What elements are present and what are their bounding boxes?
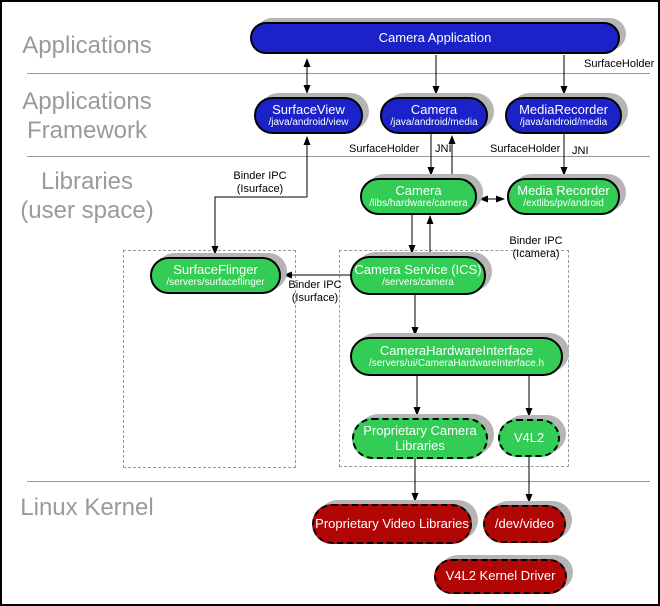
label-binder-ipc-isurface-lower: Binder IPC (Isurface) [274,279,356,305]
node-camera-lib: Camera /libs/hardware/camera [360,178,477,215]
layer-label-applications-framework: Applications Framework [12,87,162,145]
node-surfaceview-path: /java/android/view [268,117,349,129]
label-binder-ipc-isurface-upper-line1: Binder IPC [233,170,287,182]
node-camera-lib-path: /libs/hardware/camera [369,198,468,210]
label-surfaceholder-camera: SurfaceHolder [349,143,420,155]
node-chi-title: CameraHardwareInterface [379,342,534,358]
label-binder-ipc-icamera-line2: (Icamera) [512,248,560,260]
label-jni-recorder: JNI [572,145,589,157]
label-binder-ipc-isurface-lower-line2: (Isurface) [291,292,339,304]
layer-separator-1 [27,73,650,74]
node-mediarecorder-framework-title: MediaRecorder [519,101,608,117]
node-mediarecorder-lib: Media Recorder /extlibs/pv/android [507,178,620,215]
node-v4l2-kernel-driver: V4L2 Kernel Driver [434,559,567,594]
node-chi-path: /servers/ui/CameraHardwareInterface.h [368,358,545,370]
node-proprietary-camera-libraries: Proprietary Camera Libraries [352,418,488,459]
node-camera-hardware-interface: CameraHardwareInterface /servers/ui/Came… [350,337,563,376]
node-surfaceflinger: SurfaceFlinger /servers/surfaceflinger [150,257,281,294]
arrow-binder-to-surfaceflinger [211,196,307,255]
cameraservice-process-box [339,250,569,467]
node-v4l2-title: V4L2 [513,429,545,445]
node-surfaceflinger-title: SurfaceFlinger [173,261,258,277]
node-mediarecorder-lib-title: Media Recorder [517,182,610,198]
layer-label-libraries-line1: Libraries [40,168,134,195]
node-mediarecorder-lib-path: /extlibs/pv/android [523,198,604,210]
node-mediarecorder-framework: MediaRecorder /java/android/media [505,97,622,134]
label-binder-ipc-icamera: Binder IPC (Icamera) [491,235,581,261]
layer-label-framework-line1: Applications [22,88,152,115]
node-v4l2-kernel-driver-title: V4L2 Kernel Driver [445,568,556,584]
node-mediarecorder-framework-path: /java/android/media [519,117,608,129]
node-v4l2: V4L2 [498,419,560,457]
label-jni-camera: JNI [435,143,452,155]
node-surfaceview-title: SurfaceView [272,101,345,117]
label-binder-ipc-isurface-upper: Binder IPC (Isurface) [215,170,305,196]
layer-label-framework-line2: Framework [26,117,147,144]
node-camera-service-title: Camera Service (ICS) [354,261,482,277]
label-binder-ipc-icamera-line1: Binder IPC [509,235,563,247]
label-surfaceholder-recorder: SurfaceHolder [490,143,561,155]
node-proprietary-video-libraries: Proprietary Video Libraries [312,504,472,544]
layer-label-linux-kernel: Linux Kernel [12,493,162,522]
label-surfaceholder-top: SurfaceHolder [584,58,655,70]
node-camera-application: Camera Application [250,22,620,54]
node-pvl-title: Proprietary Video Libraries [315,515,469,531]
node-camera-framework-title: Camera [410,101,458,117]
node-dev-video: /dev/video [483,505,566,543]
node-dev-video-title: /dev/video [494,515,555,531]
layer-label-applications-text: Applications [22,32,152,59]
layer-separator-3 [27,481,650,482]
node-pcl-title: Proprietary Camera Libraries [363,422,477,453]
node-surfaceview: SurfaceView /java/android/view [254,97,363,134]
layer-label-kernel-text: Linux Kernel [20,494,154,521]
node-camera-service: Camera Service (ICS) /servers/camera [350,256,486,295]
layer-separator-2 [27,156,650,157]
node-camera-framework-path: /java/android/media [390,117,478,129]
node-camera-service-path: /servers/camera [382,277,454,289]
label-binder-ipc-isurface-lower-line1: Binder IPC [288,279,342,291]
layer-label-libraries: Libraries (user space) [12,167,162,225]
node-camera-lib-title: Camera [395,182,442,198]
layer-label-libraries-line2: (user space) [20,197,154,224]
layer-label-applications: Applications [12,31,162,60]
node-surfaceflinger-path: /servers/surfaceflinger [166,277,265,289]
label-binder-ipc-isurface-upper-line2: (Isurface) [236,183,284,195]
node-camera-application-title: Camera Application [378,29,492,45]
surfaceflinger-process-box [123,250,296,468]
node-camera-framework: Camera /java/android/media [380,97,488,134]
